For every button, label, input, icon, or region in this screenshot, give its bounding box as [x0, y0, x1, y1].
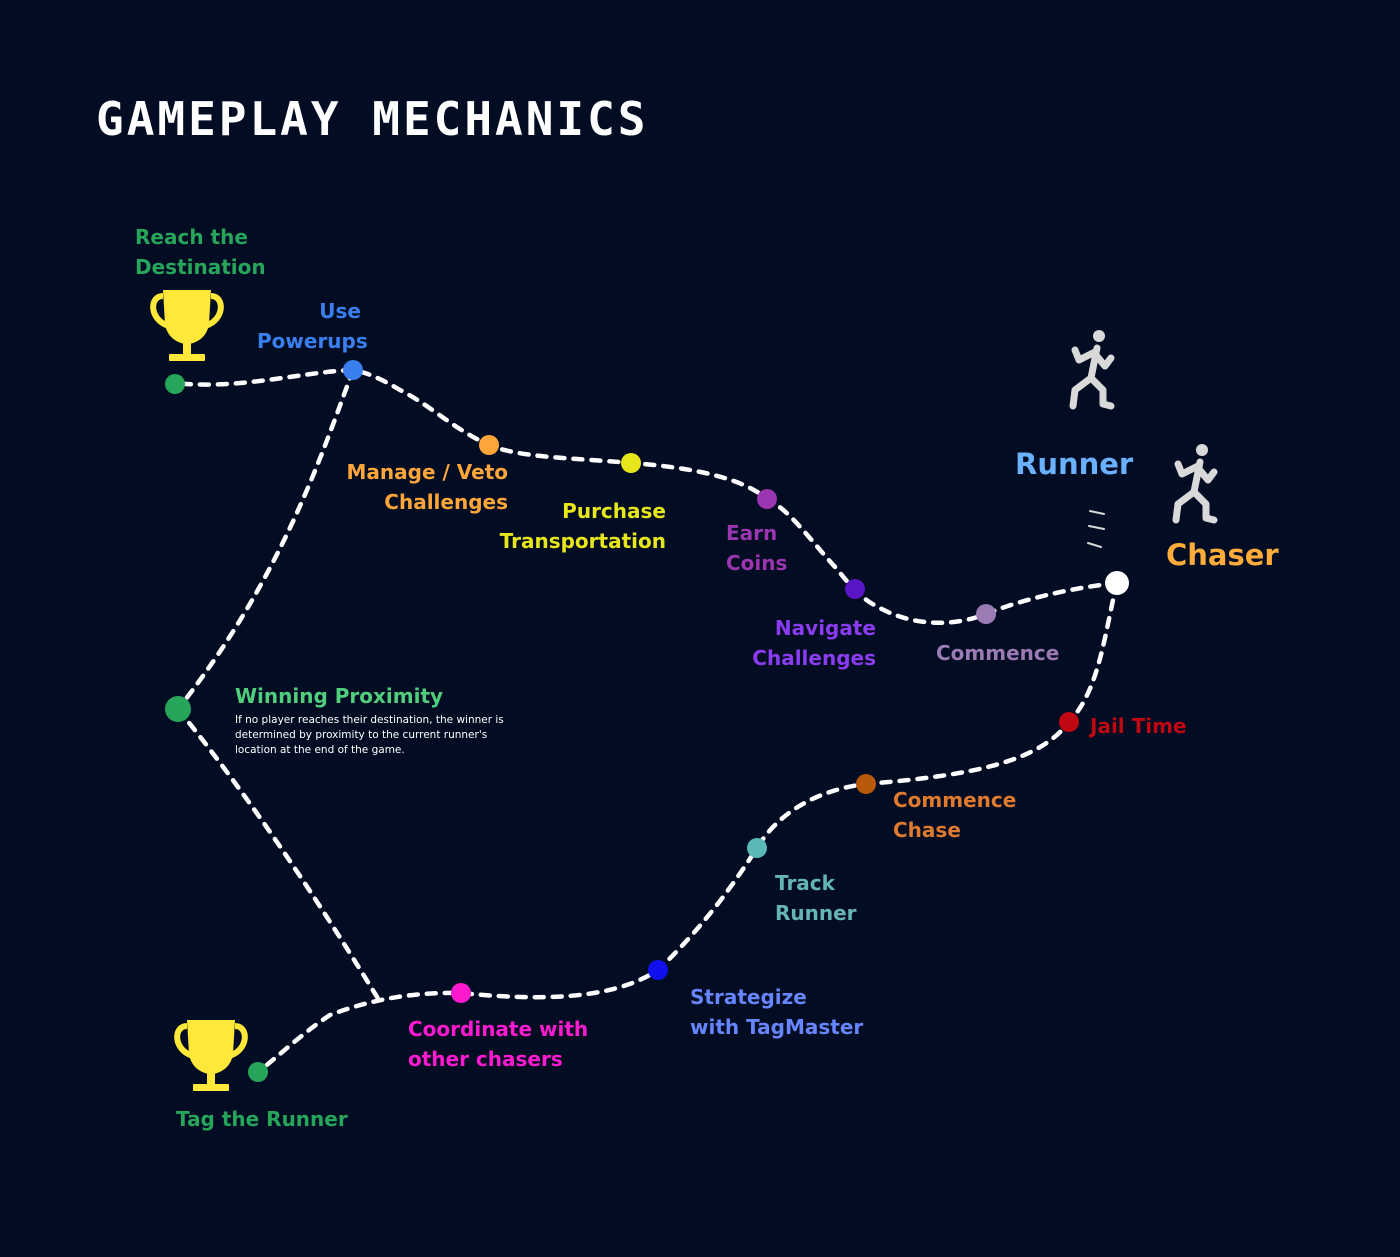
reach-destination-node — [165, 374, 185, 394]
navigate-challenges-node — [845, 579, 865, 599]
proximity-path-lower — [175, 706, 385, 1008]
reach-destination-label: Reach the Destination — [135, 225, 266, 279]
motion-lines — [1087, 510, 1105, 548]
coordinate-node — [451, 983, 471, 1003]
jail-time-label: Jail Time — [1090, 714, 1187, 738]
earn-coins-node — [757, 489, 777, 509]
commence-node — [976, 604, 996, 624]
purchase-transport-label: Purchase Transportation — [499, 499, 666, 553]
winning-proximity-node — [165, 696, 191, 722]
commence-chase-node — [856, 774, 876, 794]
proximity-path-upper — [175, 367, 356, 712]
start-node — [1105, 571, 1129, 595]
earn-coins-label: Earn Coins — [726, 521, 788, 575]
use-powerups-label: Use Powerups — [257, 299, 368, 353]
purchase-transport-node — [621, 453, 641, 473]
use-powerups-node — [343, 360, 363, 380]
manage-veto-label: Manage / Veto Challenges — [346, 460, 509, 514]
runner-path — [172, 367, 1120, 625]
track-runner-label: Track Runner — [775, 871, 857, 925]
strategize-label: Strategize with TagMaster — [690, 985, 864, 1039]
runner-role-label: Runner — [1015, 447, 1134, 481]
jail-time-node — [1059, 712, 1079, 732]
tag-runner-node — [248, 1062, 268, 1082]
trophy-icon — [150, 290, 224, 361]
coordinate-label: Coordinate with other chasers — [408, 1017, 589, 1071]
trophy-icon — [174, 1020, 248, 1091]
running-person-icon — [1172, 444, 1218, 524]
commence-chase-label: Commence Chase — [893, 788, 1017, 842]
running-person-icon — [1069, 330, 1115, 410]
tag-runner-label: Tag the Runner — [176, 1107, 348, 1131]
track-runner-node — [747, 838, 767, 858]
chaser-path — [255, 580, 1120, 1075]
strategize-node — [648, 960, 668, 980]
winning-proximity-description: If no player reaches their destination, … — [235, 714, 504, 756]
manage-veto-node — [479, 435, 499, 455]
winning-proximity-label: Winning Proximity — [235, 684, 444, 708]
navigate-challenges-label: Navigate Challenges — [752, 616, 876, 670]
chaser-role-label: Chaser — [1166, 538, 1279, 572]
commence-label: Commence — [936, 641, 1060, 665]
page-title: GAMEPLAY MECHANICS — [96, 92, 649, 146]
